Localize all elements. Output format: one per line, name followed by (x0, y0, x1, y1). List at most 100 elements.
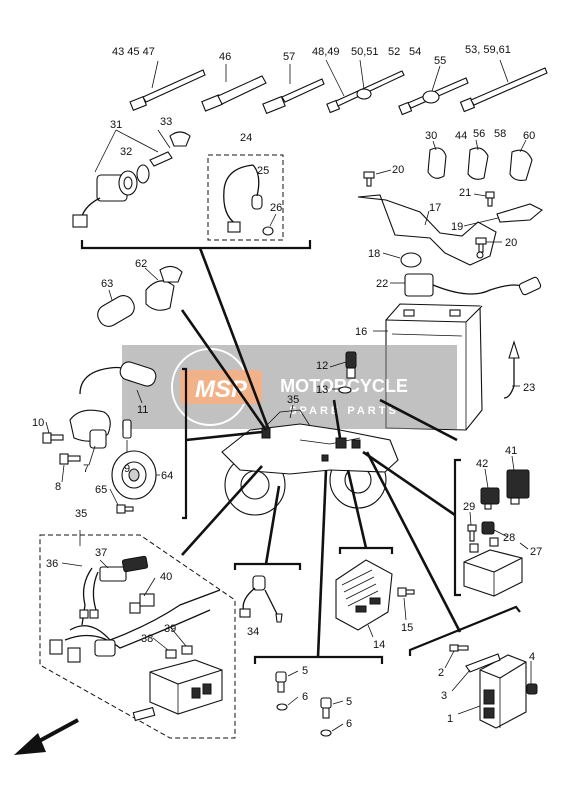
bolt-20-top (363, 171, 375, 187)
callout-17: 17 (429, 202, 441, 214)
callout-13: 13 (316, 384, 328, 396)
callout-36: 36 (46, 558, 58, 570)
front-direction-arrow (14, 718, 79, 755)
callout-16: 16 (355, 326, 367, 338)
gasket-6-a (276, 703, 288, 711)
callout-29: 29 (463, 501, 475, 513)
callout-18: 18 (368, 248, 380, 260)
callout-4: 4 (529, 651, 535, 663)
callout-37: 37 (95, 547, 107, 559)
callout-7: 7 (83, 463, 89, 475)
callout-2: 2 (438, 667, 444, 679)
watermark: MSP MOTORCYCLE SPARE PARTS (122, 345, 457, 429)
sensor-12 (345, 351, 357, 379)
callout-56: 56 (473, 128, 485, 140)
bolt-20-lower (475, 237, 487, 253)
clamp-30 (427, 147, 447, 179)
callout-23: 23 (523, 382, 535, 394)
callout-3: 3 (441, 690, 447, 702)
gasket-6-b (320, 729, 332, 737)
callout-60: 60 (523, 130, 535, 142)
clamp-44-56-58 (467, 147, 489, 180)
callout-5-lower: 5 (346, 696, 352, 708)
callout-63: 63 (101, 278, 113, 290)
dashed-group-35 (39, 534, 236, 739)
cable-tie-43-45-47 (129, 69, 206, 111)
bolt-21 (485, 191, 495, 207)
callout-40: 40 (160, 571, 172, 583)
callout-27: 27 (530, 546, 542, 558)
o-ring-13 (338, 386, 352, 394)
callout-31: 31 (110, 119, 122, 131)
cap-26 (262, 226, 274, 236)
callout-28: 28 (503, 532, 515, 544)
bolt-15 (397, 587, 415, 597)
bolt-29 (467, 524, 477, 542)
horn-64 (111, 450, 157, 500)
cable-tie-55 (398, 77, 469, 116)
main-switch-assembly (72, 131, 191, 228)
callout-25: 25 (257, 165, 269, 177)
ecu-1 (479, 654, 527, 729)
watermark-logo: MSP (195, 376, 248, 403)
bolt-8 (59, 453, 81, 465)
callout-53-59-61: 53, 59,61 (465, 44, 511, 56)
clamp-60 (509, 149, 533, 181)
callout-30: 30 (425, 130, 437, 142)
callout-19: 19 (451, 221, 463, 233)
dashed-group-24 (207, 154, 284, 241)
callout-52: 52 (388, 46, 400, 58)
connector-42 (480, 487, 500, 510)
callout-24: 24 (240, 132, 252, 144)
damper-18 (400, 252, 422, 268)
cable-tie-57 (262, 78, 325, 115)
ignition-coil-7 (69, 409, 111, 449)
callout-22: 22 (376, 278, 388, 290)
group-bracket-1-4 (408, 605, 521, 656)
group-bracket-34 (233, 562, 302, 570)
band-46 (201, 75, 267, 112)
callout-41: 41 (505, 445, 517, 457)
grommet-4 (526, 683, 538, 695)
callout-35-lower: 35 (75, 508, 87, 520)
callout-1: 1 (447, 713, 453, 725)
group-bracket-left (182, 367, 188, 520)
callout-62: 62 (135, 258, 147, 270)
cable-tie-48-49 (326, 70, 405, 114)
callout-39: 39 (164, 623, 176, 635)
watermark-line1: MOTORCYCLE (280, 376, 408, 396)
callout-10: 10 (32, 417, 44, 429)
bolt-10 (42, 432, 64, 444)
group-bracket-5-6 (253, 655, 384, 664)
callout-55: 55 (434, 55, 446, 67)
callout-33: 33 (160, 116, 172, 128)
switch-5-a (275, 671, 287, 693)
callout-6-lower: 6 (346, 718, 352, 730)
fuse-63 (97, 295, 135, 327)
callout-20-upper: 20 (392, 164, 404, 176)
callout-35-upper: 35 (287, 394, 299, 406)
group-bracket-27 (453, 458, 461, 597)
fuse-holder-62 (145, 265, 183, 311)
callout-20-lower: 20 (505, 237, 517, 249)
switch-34 (239, 575, 283, 623)
cover-22 (404, 273, 434, 297)
group-bracket-top-left (80, 240, 312, 250)
group-bracket-14 (338, 546, 394, 554)
callout-8: 8 (55, 481, 61, 493)
harness-36 (49, 555, 221, 663)
callout-44: 44 (455, 130, 467, 142)
battery-lead-23 (432, 284, 528, 295)
callout-32: 32 (120, 146, 132, 158)
callout-12: 12 (316, 360, 328, 372)
callout-58: 58 (494, 128, 506, 140)
callout-15: 15 (401, 622, 413, 634)
relay-box-38-39 (132, 645, 223, 722)
callout-14: 14 (373, 639, 385, 651)
plug-cap-11 (79, 361, 157, 395)
bolt-2 (449, 644, 469, 652)
callout-38: 38 (141, 633, 153, 645)
sensor-lead-25 (223, 164, 263, 233)
callout-34: 34 (247, 626, 259, 638)
